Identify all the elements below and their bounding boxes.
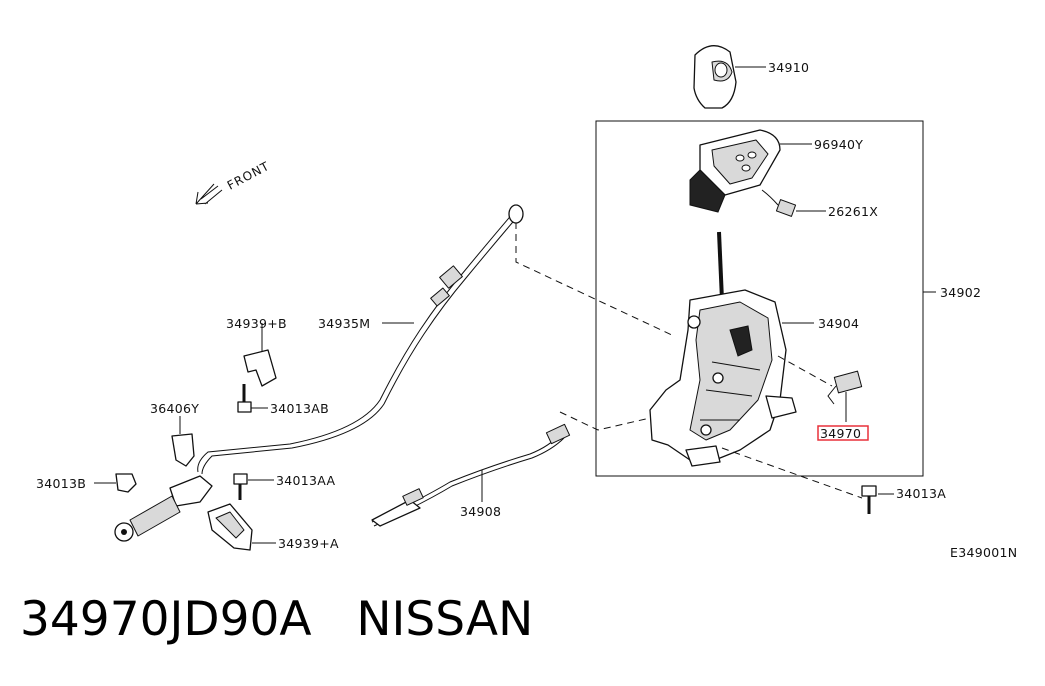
label-34902: 34902 [940,285,981,300]
label-34013aa: 34013AA [276,473,335,488]
figure-id: E349001N [950,545,1017,560]
label-34013a: 34013A [896,486,946,501]
label-34939b: 34939+B [226,316,287,331]
switch-icon [827,370,863,422]
label-96940y: 96940Y [814,137,863,152]
label-34904: 34904 [818,316,859,331]
label-36406y: 36406Y [150,401,199,416]
bolt-b-icon [115,473,137,493]
caption-brand: NISSAN [356,592,534,647]
label-34939a: 34939+A [278,536,339,551]
main-cable-icon [114,204,524,542]
secondary-cable-icon [371,423,571,527]
assembly-box [595,120,924,477]
caption-part-number: 34970JD90A [20,592,312,647]
bracket-b-icon [243,349,277,387]
caption: 34970JD90A NISSAN [20,596,533,643]
connector-icon [761,189,797,217]
clip-icon [171,433,195,467]
bolt-ab-icon [237,384,252,413]
bracket-a-icon [207,503,253,551]
front-arrow-icon [195,183,223,205]
switch-highlight-box [817,425,869,441]
bolt-icon [861,485,877,514]
label-26261x: 26261X [828,204,878,219]
indicator-plate-icon [689,129,781,213]
label-34970: 34970 [820,426,861,441]
shift-knob-icon [693,45,737,109]
control-device-icon [649,289,797,467]
label-34908: 34908 [460,504,501,519]
label-34013ab: 34013AB [270,401,329,416]
label-34910: 34910 [768,60,809,75]
label-34935m: 34935M [318,316,370,331]
bolt-aa-icon [233,473,248,500]
parts-diagram: FRONT [36,45,1017,560]
front-label: FRONT [225,159,272,193]
label-34013b: 34013B [36,476,86,491]
